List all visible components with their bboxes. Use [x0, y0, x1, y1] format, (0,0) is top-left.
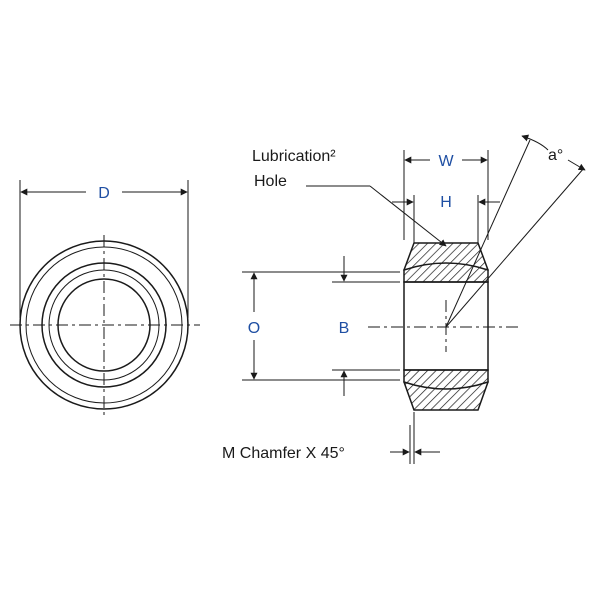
dimension-label-h: H — [440, 194, 452, 211]
chamfer-label: M Chamfer X 45° — [222, 445, 345, 462]
dimension-label-w: W — [438, 153, 454, 170]
ball-section-top — [403, 262, 489, 283]
dimension-label-b: B — [339, 320, 350, 337]
front-view: D — [10, 180, 200, 415]
ball-section-bottom — [403, 369, 489, 390]
lubrication-hole-label: Hole — [254, 173, 287, 190]
angle-line-2 — [445, 167, 585, 328]
dimension-label-d: D — [98, 185, 110, 202]
section-view: O B W H a° Lubrication² Hole — [222, 134, 586, 464]
dimension-label-o: O — [248, 320, 260, 337]
angle-label: a° — [548, 147, 563, 164]
bore-outline — [403, 281, 489, 371]
angle-arc-left — [521, 134, 549, 151]
angle-arc-right — [567, 159, 586, 171]
lubrication-leader-arrow — [369, 185, 447, 247]
angle-line-1 — [445, 139, 531, 328]
lubrication-label: Lubrication² — [252, 148, 336, 165]
